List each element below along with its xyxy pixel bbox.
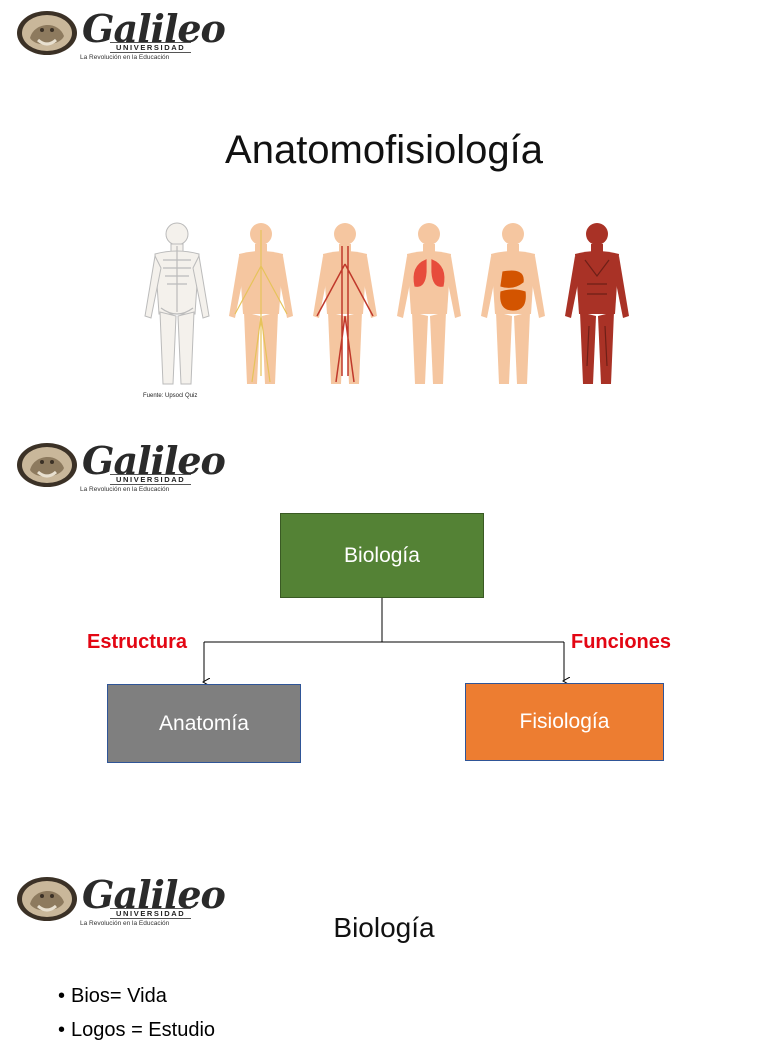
figure-skeletal (144, 222, 210, 385)
node-anatomia: Anatomía (107, 684, 301, 763)
figure-muscular (565, 223, 629, 384)
node-biologia: Biología (280, 513, 484, 598)
galileo-logo: Galileo UNIVERSIDAD La Revolución en la … (16, 438, 226, 502)
bullet-list: Bios= Vida Logos = Estudio (58, 985, 215, 1053)
university-label: UNIVERSIDAD (110, 908, 192, 919)
tagline: La Revolución en la Educación (80, 920, 170, 927)
slide-title: Anatomofisiología (225, 128, 543, 172)
image-source: Fuente: Upsocl Quiz (143, 393, 198, 399)
tagline: La Revolución en la Educación (80, 486, 170, 493)
galileo-bust-icon (17, 11, 77, 55)
galileo-logo: Galileo UNIVERSIDAD La Revolución en la … (16, 872, 226, 936)
edge-label-estructura: Estructura (87, 631, 188, 653)
university-label: UNIVERSIDAD (110, 42, 192, 53)
university-label: UNIVERSIDAD (110, 474, 192, 485)
section-title: Biología (333, 912, 435, 943)
bullet-item: Logos = Estudio (58, 1019, 215, 1053)
galileo-bust-icon (17, 877, 77, 921)
tagline: La Revolución en la Educación (80, 54, 170, 61)
galileo-bust-icon (17, 443, 77, 487)
figure-respiratory (397, 223, 461, 384)
figure-circulatory (313, 223, 377, 384)
body-systems-illustration (144, 222, 629, 385)
galileo-logo: Galileo UNIVERSIDAD La Revolución en la … (16, 6, 226, 70)
figure-nervous (229, 223, 293, 384)
node-fisiologia: Fisiología (465, 683, 664, 761)
figure-digestive (481, 223, 545, 384)
bullet-item: Bios= Vida (58, 985, 215, 1019)
edge-label-funciones: Funciones (571, 631, 672, 653)
